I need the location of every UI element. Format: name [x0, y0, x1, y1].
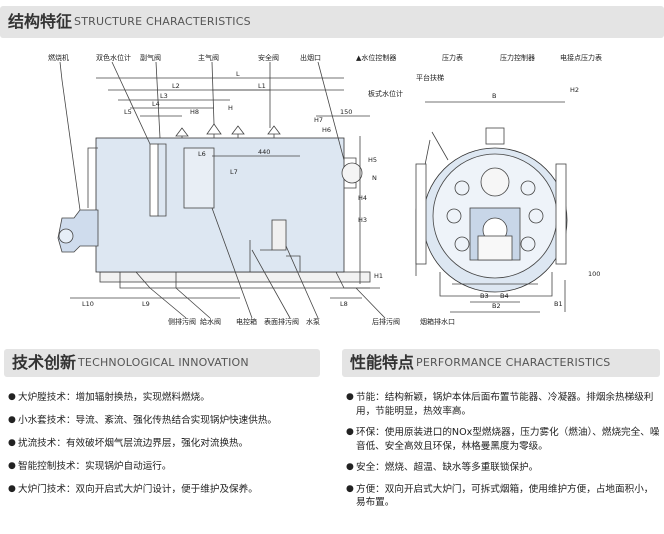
list-item-text: 扰流技术：有效破坏烟气层流边界层，强化对流换热。: [18, 438, 249, 449]
label-drain-valve: 侧排污阀: [168, 317, 196, 326]
dim-H: H: [228, 104, 233, 112]
label-steam-valve: 副气阀: [140, 53, 161, 62]
performance-title-en: PERFORMANCE CHARACTERISTICS: [416, 356, 611, 369]
bullet-icon: ●: [8, 438, 16, 448]
dim-H6: H6: [322, 126, 331, 134]
label-main-valve: 主气阀: [198, 53, 219, 62]
dim-L1: L1: [258, 82, 266, 90]
performance-header: 性能特点 PERFORMANCE CHARACTERISTICS: [342, 349, 660, 377]
label-rear-blowdown: 后排污阀: [372, 317, 400, 326]
technology-list: ●大炉膛技术：增加辐射换热，实现燃料燃烧。 ●小水套技术：导流、紊流、强化传热结…: [8, 391, 318, 506]
list-item-text: 智能控制技术：实现锅炉自动运行。: [18, 461, 172, 472]
dim-B1: B1: [554, 300, 563, 308]
dim-150: 150: [340, 108, 352, 116]
structure-header: 结构特征 STRUCTURE CHARACTERISTICS: [0, 6, 664, 38]
label-plate-gauge: 板式水位计: [368, 89, 403, 98]
dim-H1: H1: [374, 272, 383, 280]
label-safety-valve: 安全阀: [258, 53, 279, 62]
list-item-text: 大炉门技术：双向开启式大炉门设计，便于维护及保养。: [18, 484, 258, 495]
list-item-text: 环保：使用原装进口的NOx型燃烧器，压力雾化（燃油）、燃烧完全、噪音低、安全高效…: [356, 427, 660, 452]
dim-L8: L8: [340, 300, 348, 308]
list-item: ●节能：结构新颖，锅炉本体后面布置节能器、冷凝器。排烟余热梯级利用，节能明显，热…: [346, 391, 660, 418]
label-outlet: 出烟口: [300, 53, 321, 62]
bullet-icon: ●: [346, 462, 354, 472]
dim-L10: L10: [82, 300, 94, 308]
label-flue-drain: 烟箱排水口: [420, 317, 455, 326]
technology-title-cn: 技术创新: [12, 353, 77, 372]
dim-B: B: [492, 92, 496, 100]
dim-440: 440: [258, 148, 270, 156]
list-item-text: 大炉膛技术：增加辐射换热，实现燃料燃烧。: [18, 392, 210, 403]
list-item: ●大炉门技术：双向开启式大炉门设计，便于维护及保养。: [8, 483, 318, 497]
boiler-structure-diagram: 燃烧机 双色水位计 副气阀 主气阀 安全阀 出烟口 L L2 L3 L4 L5 …: [0, 40, 664, 340]
list-item: ●扰流技术：有效破坏烟气层流边界层，强化对流换热。: [8, 437, 318, 451]
bullet-icon: ●: [8, 461, 16, 471]
list-item: ●环保：使用原装进口的NOx型燃烧器，压力雾化（燃油）、燃烧完全、噪音低、安全高…: [346, 426, 660, 453]
technology-title-en: TECHNOLOGICAL INNOVATION: [78, 356, 249, 369]
label-level-controller: ▲水位控制器: [356, 53, 396, 62]
label-control-box: 电控箱: [236, 317, 257, 326]
boiler-drawing: 燃烧机 双色水位计 副气阀 主气阀 安全阀 出烟口 L L2 L3 L4 L5 …: [48, 53, 602, 326]
list-item-text: 安全：燃烧、超温、缺水等多重联锁保护。: [356, 462, 539, 473]
label-surface-blowdown: 表面排污阀: [264, 317, 299, 326]
performance-title-cn: 性能特点: [350, 353, 415, 372]
list-item-text: 方便：双向开启式大炉门，可拆式烟箱，使用维护方便，占地面积小，易布置。: [356, 483, 654, 509]
label-pressure-controller: 压力控制器: [500, 53, 535, 62]
dim-H8: H8: [190, 108, 199, 116]
structure-title-en: STRUCTURE CHARACTERISTICS: [74, 15, 251, 28]
technology-header: 技术创新 TECHNOLOGICAL INNOVATION: [4, 349, 320, 377]
dim-B4: B4: [500, 292, 509, 300]
dim-L7: L7: [230, 168, 238, 176]
bullet-icon: ●: [346, 392, 354, 402]
label-two-color-gauge: 双色水位计: [96, 53, 131, 62]
performance-list: ●节能：结构新颖，锅炉本体后面布置节能器、冷凝器。排烟余热梯级利用，节能明显，热…: [346, 391, 660, 518]
dim-L9: L9: [142, 300, 150, 308]
bullet-icon: ●: [8, 484, 16, 494]
dim-H7: H7: [314, 116, 323, 124]
dim-H4: H4: [358, 194, 367, 202]
dim-B2: B2: [492, 302, 501, 310]
dim-L2: L2: [172, 82, 180, 90]
bullet-icon: ●: [8, 392, 16, 402]
label-pump: 水泵: [306, 317, 320, 326]
boiler-body: [95, 137, 345, 273]
dim-L: L: [236, 70, 240, 78]
bullet-icon: ●: [8, 415, 16, 425]
list-item: ●大炉膛技术：增加辐射换热，实现燃料燃烧。: [8, 391, 318, 405]
dim-B3: B3: [480, 292, 489, 300]
dim-L4: L4: [152, 100, 160, 108]
bullet-icon: ●: [346, 483, 354, 494]
dim-L6: L6: [198, 150, 206, 158]
structure-title-cn: 结构特征: [8, 12, 73, 31]
control-box: [183, 147, 215, 209]
label-pressure-gauge: 压力表: [442, 53, 463, 62]
dim-N: N: [372, 174, 377, 182]
label-platform: 平台扶梯: [416, 73, 444, 82]
list-item-text: 小水套技术：导流、紊流、强化传热结合实现锅炉快速供热。: [18, 415, 278, 426]
dim-100: 100: [588, 270, 600, 278]
list-item-text: 节能：结构新颖，锅炉本体后面布置节能器、冷凝器。排烟余热梯级利用，节能明显，热效…: [356, 392, 654, 417]
label-feed-valve: 給水阀: [200, 317, 221, 326]
label-contact-gauge: 电接点压力表: [560, 53, 602, 62]
label-burner: 燃烧机: [48, 53, 69, 62]
bullet-icon: ●: [346, 427, 354, 437]
dim-H2: H2: [570, 86, 579, 94]
dim-L3: L3: [160, 92, 168, 100]
dim-L5: L5: [124, 108, 132, 116]
dim-H5: H5: [368, 156, 377, 164]
list-item: ●小水套技术：导流、紊流、强化传热结合实现锅炉快速供热。: [8, 414, 318, 428]
list-item: ●安全：燃烧、超温、缺水等多重联锁保护。: [346, 461, 660, 475]
dim-H3: H3: [358, 216, 367, 224]
list-item: ●方便：双向开启式大炉门，可拆式烟箱，使用维护方便，占地面积小，易布置。: [346, 483, 660, 510]
list-item: ●智能控制技术：实现锅炉自动运行。: [8, 460, 318, 474]
